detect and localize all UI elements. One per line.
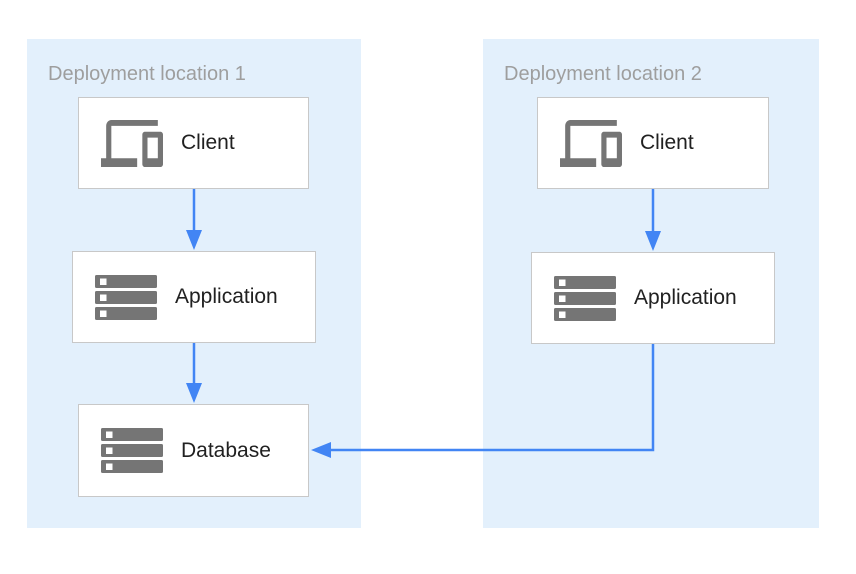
server-stack-icon <box>101 428 163 473</box>
server-stack-icon <box>95 274 157 320</box>
panel-label: Deployment location 1 <box>48 63 246 85</box>
node-application-2: Application <box>531 252 775 344</box>
panel-label: Deployment location 2 <box>504 63 702 85</box>
node-client-2: Client <box>537 97 769 189</box>
node-label: Database <box>181 438 271 462</box>
node-label: Client <box>181 131 235 154</box>
node-label: Client <box>640 131 694 154</box>
node-client-1: Client <box>78 97 309 189</box>
devices-icon <box>560 119 622 167</box>
node-application-1: Application <box>72 251 316 343</box>
node-label: Application <box>634 286 737 309</box>
node-label: Application <box>175 285 278 308</box>
node-database-1: Database <box>78 404 309 497</box>
devices-icon <box>101 119 163 167</box>
server-stack-icon <box>554 275 616 321</box>
